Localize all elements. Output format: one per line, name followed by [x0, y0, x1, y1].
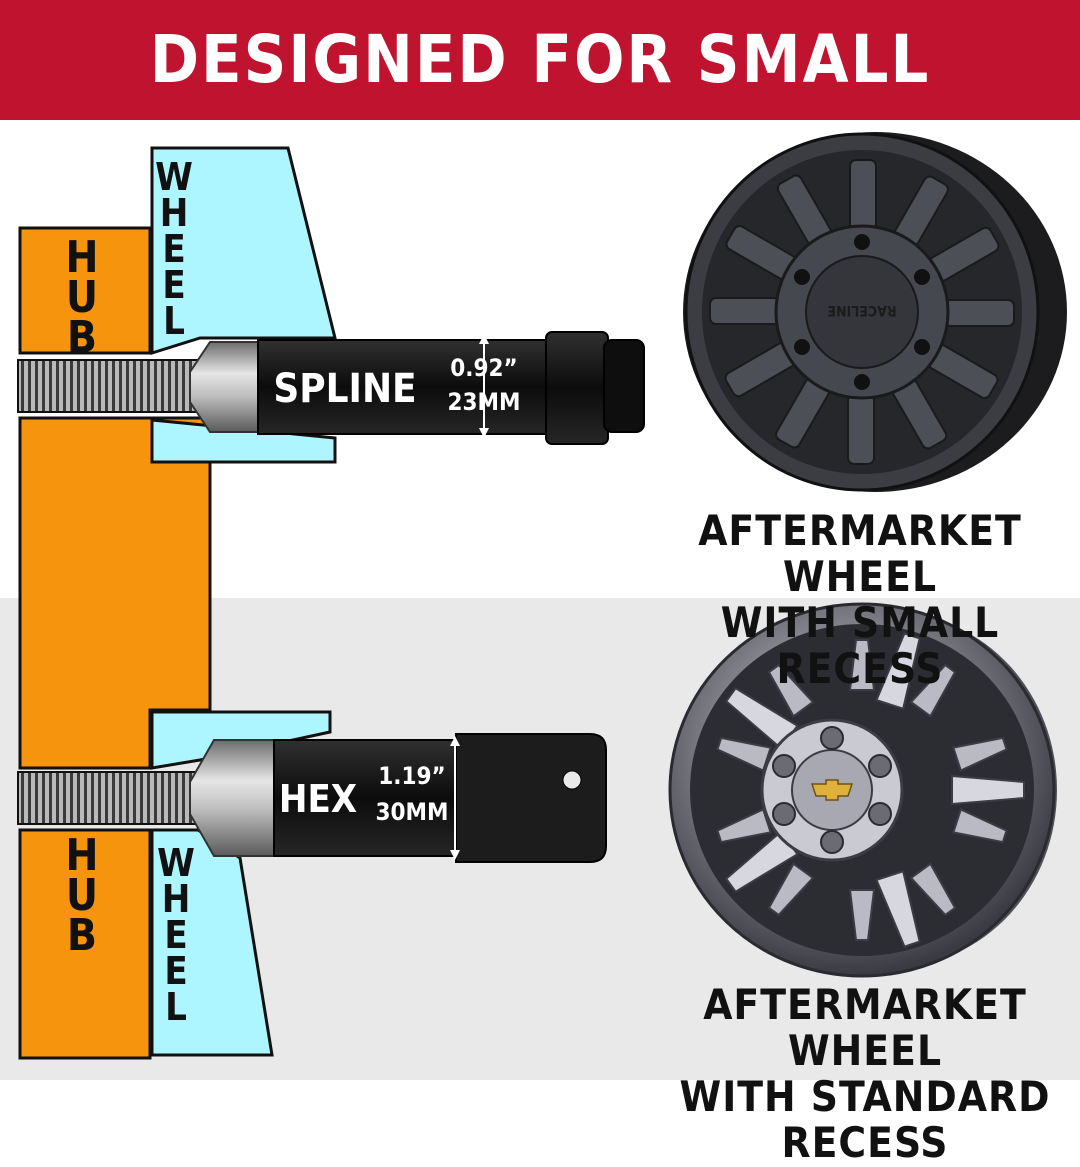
dimension-arrowhead-top-down — [479, 428, 489, 438]
aftermarket-wheel-small-recess: RACELINE — [683, 132, 1067, 492]
wheel-letter: E — [164, 949, 187, 993]
lug-name-top: SPLINE — [273, 366, 416, 412]
hub-letter: U — [66, 272, 98, 323]
wheel-letter: W — [155, 155, 193, 199]
wheel-letter: E — [162, 263, 185, 307]
wheel-letter: E — [164, 913, 187, 957]
hub-label-bottom: H U B — [65, 830, 98, 961]
lug-drive-bottom — [455, 733, 607, 863]
lug-drive-hole-bottom — [562, 770, 582, 790]
wheel-letter: H — [162, 877, 191, 921]
lug-nut-diagram: H U B W H E E L H U B W H E E L SPLINE 0… — [17, 132, 1067, 1060]
stud-threads-top — [17, 359, 219, 413]
hub-letter: B — [67, 910, 97, 961]
caption-line: WITH STANDARD RECESS — [679, 1072, 1051, 1167]
banner-title: DESIGNED FOR SMALL RECESSES — [149, 21, 931, 218]
dimension-arrowhead-bottom-up — [450, 736, 460, 746]
wheel-letter: E — [162, 227, 185, 271]
lug-size-mm-top: 23MM — [447, 388, 520, 416]
lug-flange-top — [545, 331, 609, 445]
hub-letter: U — [66, 870, 98, 921]
hub-letter: B — [67, 312, 97, 363]
lug-spline-key-top — [603, 339, 645, 433]
bowtie-emblem — [810, 779, 854, 801]
caption-standard-recess: AFTERMARKET WHEEL WITH STANDARD RECESS — [660, 982, 1070, 1166]
caption-small-recess: AFTERMARKET WHEEL WITH SMALL RECESS — [680, 508, 1040, 692]
caption-line: AFTERMARKET WHEEL — [703, 980, 1027, 1075]
stud-threads-bottom — [17, 771, 219, 825]
caption-line: AFTERMARKET WHEEL — [698, 506, 1022, 601]
wheel-letter: W — [157, 841, 195, 885]
hub-letter: H — [65, 232, 98, 283]
lug-size-inch-top: 0.92” — [450, 354, 517, 382]
hub-label-top: H U B — [65, 232, 98, 363]
wheel-label-bottom: W H E E L — [157, 841, 195, 1029]
wheel-letter: L — [165, 985, 187, 1029]
aftermarket-wheel-standard-recess — [668, 602, 1057, 978]
lug-size-mm-bottom: 30MM — [375, 798, 448, 826]
wheel-letter: L — [163, 299, 185, 343]
dimension-arrowhead-bottom-down — [450, 850, 460, 860]
lug-size-inch-bottom: 1.19” — [378, 762, 445, 790]
wheel-brand-lettering: RACELINE — [827, 302, 896, 318]
title-banner: DESIGNED FOR SMALL RECESSES — [0, 0, 1080, 218]
wheel-label-top: W H E E L — [155, 155, 193, 343]
dimension-arrowhead-top-up — [479, 334, 489, 344]
caption-line: WITH SMALL RECESS — [720, 598, 1000, 693]
lug-name-bottom: HEX — [279, 777, 357, 821]
wheel-letter: H — [160, 191, 189, 235]
lug-body-bottom — [273, 739, 457, 857]
lug-body-top — [257, 339, 549, 435]
hub-letter: H — [65, 830, 98, 881]
lug-seat-top — [189, 341, 263, 433]
